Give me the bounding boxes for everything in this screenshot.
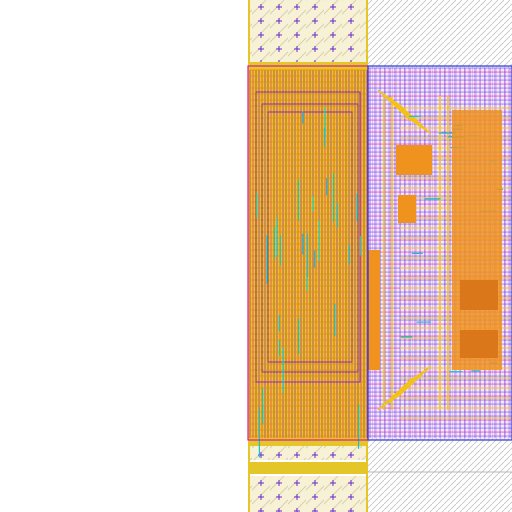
orange-block-mid-left — [398, 195, 416, 223]
orange-block-lower-right — [460, 280, 498, 310]
left-ring-outline — [267, 111, 353, 363]
orange-block-bottom-right — [460, 330, 498, 358]
lower-chamfer-wire — [398, 365, 432, 397]
power-rail-bottom-a — [248, 440, 368, 446]
top-filler-region — [248, 0, 368, 62]
upper-chamfer-wire — [398, 103, 432, 135]
bottom-mid-filler — [248, 446, 368, 460]
power-rail-top — [248, 62, 368, 68]
left-ring-outline — [261, 103, 359, 373]
bottom-filler-region — [248, 476, 368, 512]
orange-block-upper-left — [396, 145, 432, 175]
top-right-hatch — [368, 0, 512, 66]
core-outline-right — [367, 65, 512, 441]
power-rail-bottom-b — [248, 462, 368, 474]
bottom-right-hatch — [368, 440, 512, 512]
orange-strip-vertical — [368, 250, 380, 370]
orange-block-column — [452, 110, 502, 370]
